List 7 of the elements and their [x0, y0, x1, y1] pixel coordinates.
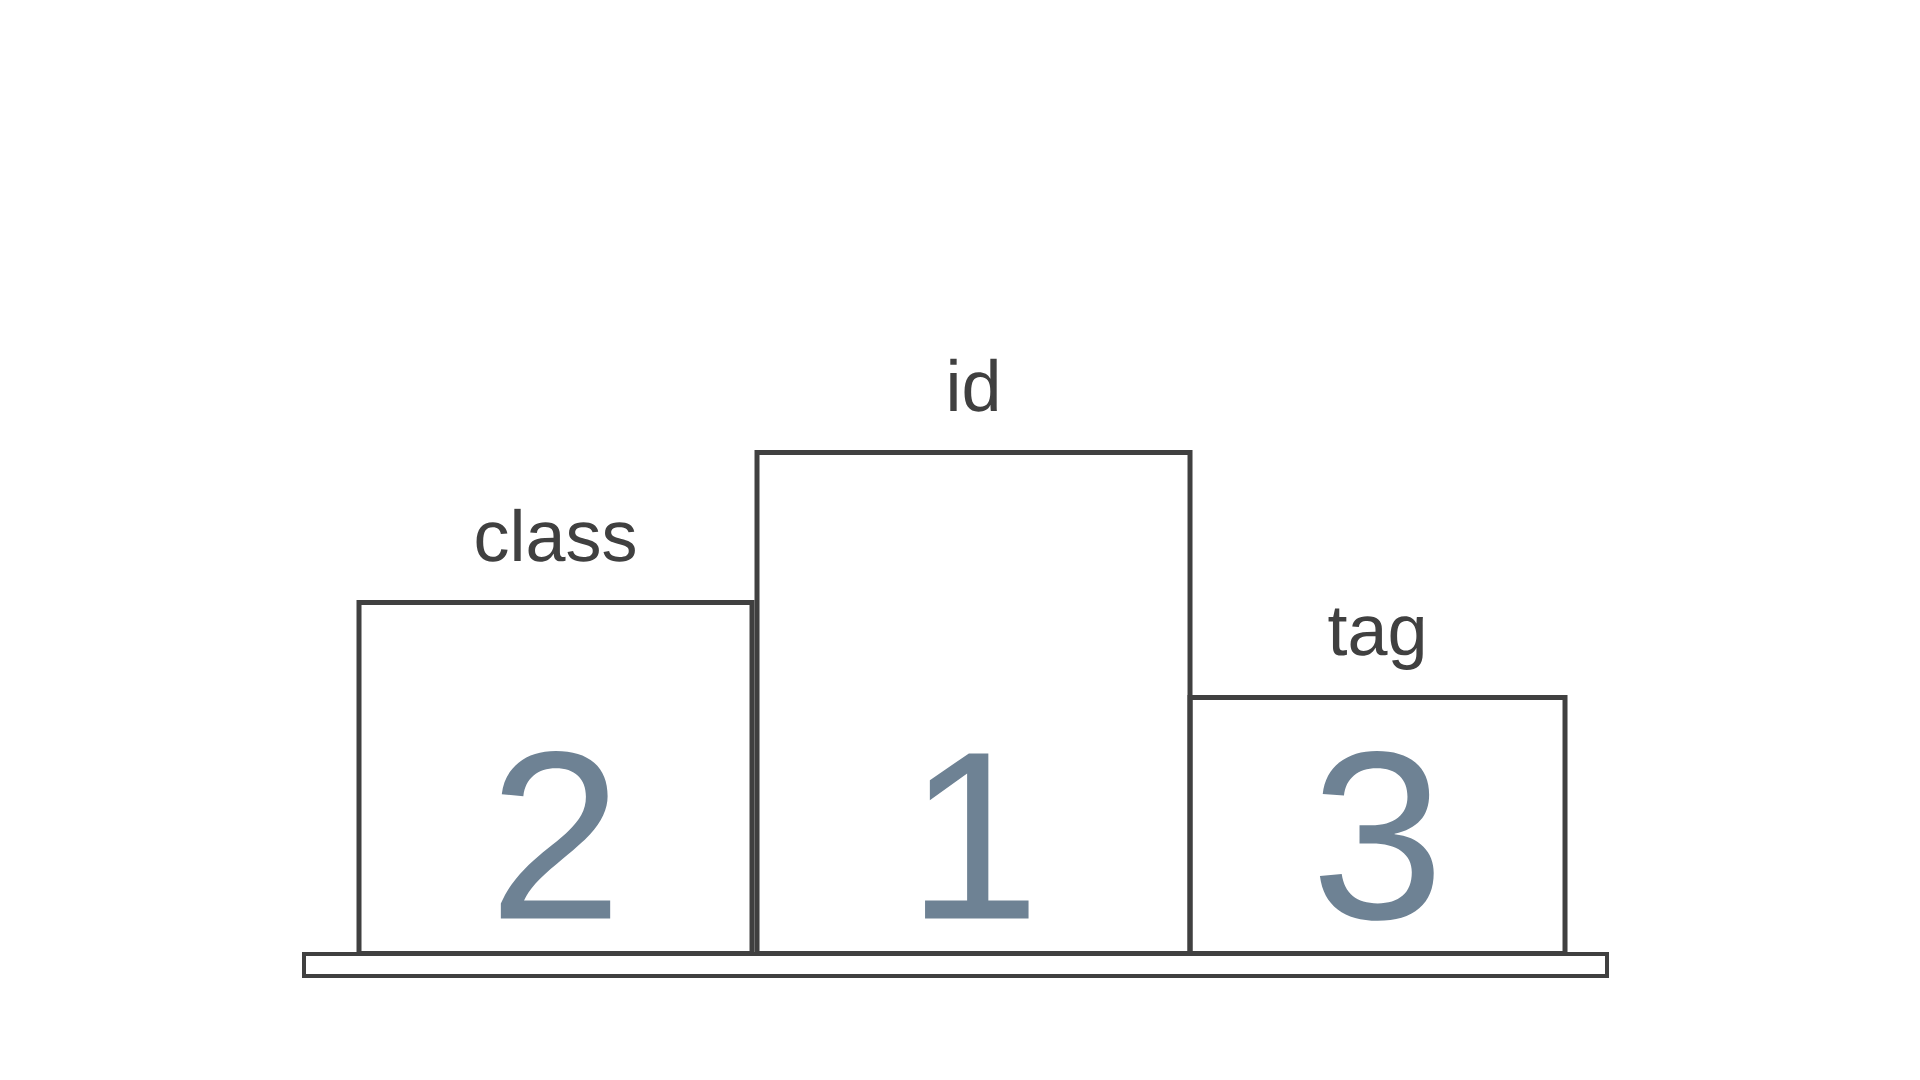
- podium-step: 2: [356, 600, 755, 956]
- podium-step: 3: [1187, 695, 1568, 956]
- podium-step: 1: [754, 450, 1193, 956]
- step-label: tag: [1328, 608, 1423, 670]
- podium-base: [302, 952, 1609, 978]
- step-label: class: [476, 508, 635, 562]
- step-label: id: [950, 358, 997, 412]
